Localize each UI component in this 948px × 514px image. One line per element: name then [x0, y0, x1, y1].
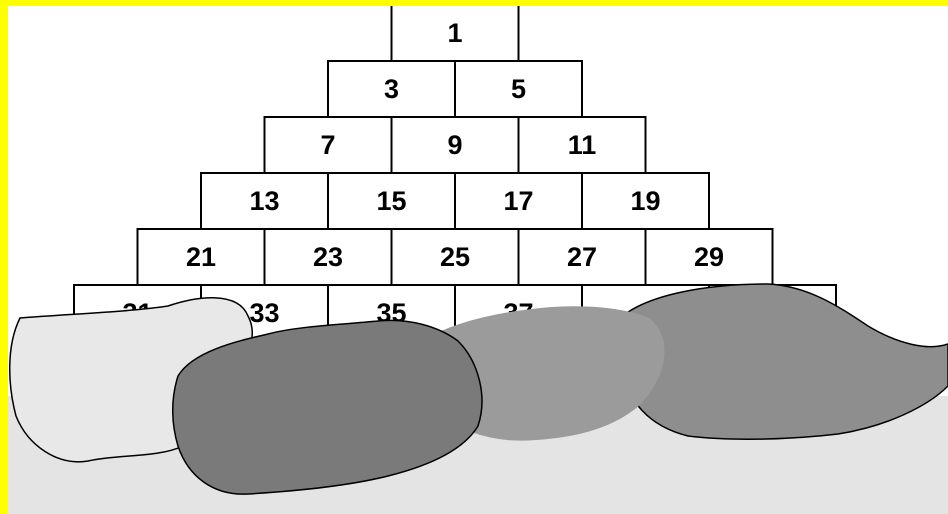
brick-number: 9	[447, 130, 462, 160]
brick-number: 21	[186, 242, 216, 272]
brick-number: 3	[384, 74, 399, 104]
pyramid-diagram: 135791113151719212325272931333537	[8, 6, 948, 514]
rock-right	[616, 284, 948, 439]
brick-number: 29	[694, 242, 724, 272]
brick-number: 27	[567, 242, 597, 272]
brick-number: 13	[249, 186, 279, 216]
brick-number: 7	[320, 130, 335, 160]
brick-number: 23	[313, 242, 343, 272]
brick-number: 11	[568, 130, 597, 160]
brick-number: 5	[511, 74, 526, 104]
brick-number: 25	[440, 242, 470, 272]
brick-number: 1	[447, 18, 462, 48]
brick-number: 33	[249, 298, 279, 328]
brick-number: 19	[630, 186, 660, 216]
diagram-canvas: 135791113151719212325272931333537	[8, 6, 948, 514]
brick-number: 15	[376, 186, 406, 216]
brick-number: 17	[503, 186, 533, 216]
